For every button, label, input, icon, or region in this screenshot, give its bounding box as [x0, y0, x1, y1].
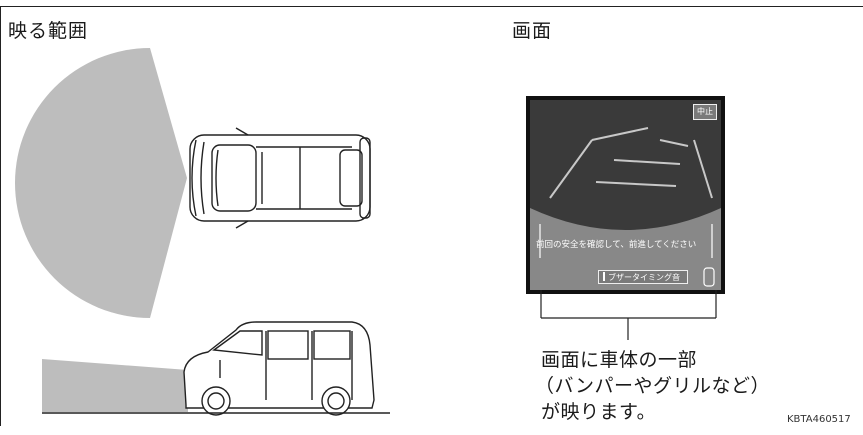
buzzer-timing-button[interactable]: ブザータイミング音	[598, 270, 688, 284]
car-position-icon	[703, 267, 715, 287]
top-view-coverage-area	[15, 48, 187, 318]
figure-code: KBTA460517	[787, 414, 851, 425]
screen-safety-message: 前回の安全を確認して、前進してください	[536, 240, 697, 250]
caption-line-2: （バンパーやグリルなど）	[535, 375, 770, 397]
car-top-view	[189, 127, 371, 229]
coverage-range-heading: 映る範囲	[8, 20, 89, 42]
side-guide-marks	[539, 224, 713, 258]
left-border	[0, 6, 1, 426]
screen-heading: 画面	[512, 20, 553, 42]
caption-line-1: 画面に車体の一部	[541, 349, 698, 371]
buzzer-indicator-icon	[603, 272, 605, 281]
caption-bracket	[540, 290, 717, 340]
side-view-coverage-area	[42, 359, 188, 412]
guide-lines	[549, 127, 713, 199]
car-side-view	[183, 321, 375, 416]
top-border	[0, 6, 863, 7]
stop-button[interactable]: 中止	[693, 104, 717, 120]
bumper-in-view	[530, 208, 721, 290]
caption-line-3: が映ります。	[541, 401, 657, 423]
buzzer-timing-label: ブザータイミング音	[608, 273, 680, 282]
